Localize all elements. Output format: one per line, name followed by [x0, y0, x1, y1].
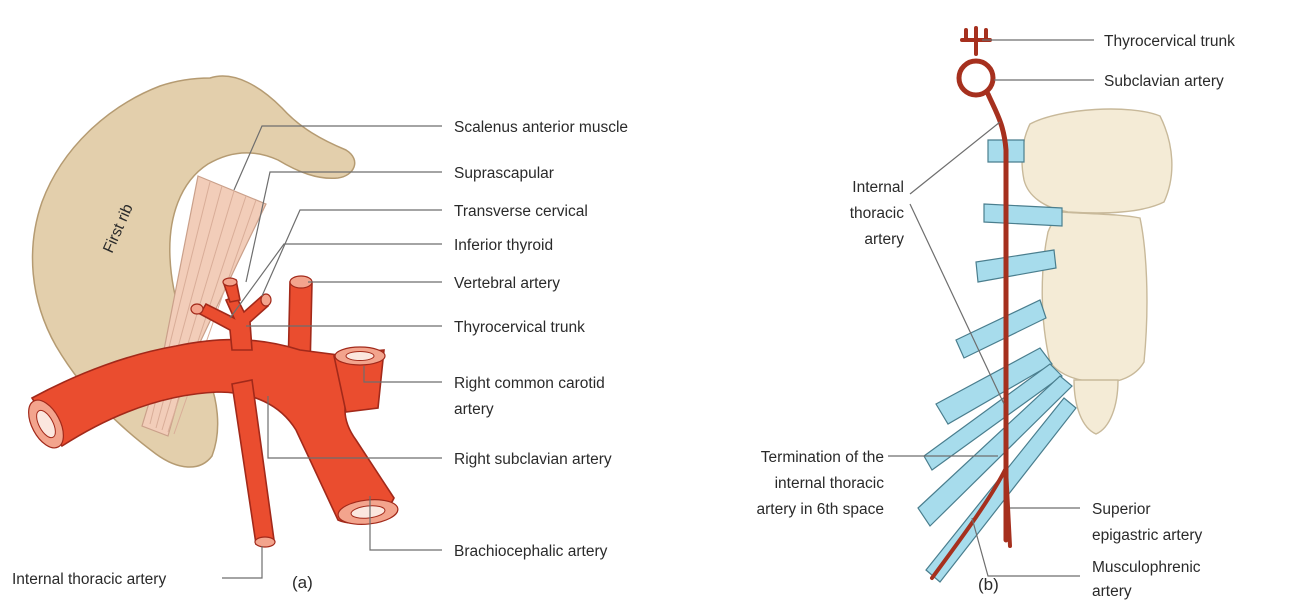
label-right-subclavian: Right subclavian artery: [454, 451, 612, 468]
label-suprascapular: Suprascapular: [454, 165, 554, 182]
panel-a: First rib: [12, 76, 628, 592]
label-inferior-thyroid: Inferior thyroid: [454, 237, 553, 254]
label-thyrocervical-trunk-b: Thyrocervical trunk: [1104, 33, 1235, 50]
label-musculophrenic-2: artery: [1092, 583, 1132, 600]
label-right-common-carotid-2: artery: [454, 401, 494, 418]
label-termination-1: Termination of the: [761, 449, 884, 466]
carotid-artery-lumen-inner: [346, 352, 374, 361]
label-transverse-cervical: Transverse cervical: [454, 203, 588, 220]
label-thyrocervical-trunk-a: Thyrocervical trunk: [454, 319, 585, 336]
label-musculophrenic-1: Musculophrenic: [1092, 559, 1201, 576]
internal-thoracic-lumen: [255, 537, 275, 547]
label-right-common-carotid-1: Right common carotid: [454, 375, 605, 392]
caption-b: (b): [978, 575, 999, 594]
label-superior-1: Superior: [1092, 501, 1151, 518]
label-termination-3: artery in 6th space: [756, 501, 884, 518]
label-internal-thoracic-a: Internal thoracic artery: [12, 571, 166, 588]
manubrium: [1022, 109, 1172, 213]
label-internal-3: artery: [864, 231, 904, 248]
label-internal-2: thoracic: [850, 205, 905, 222]
label-subclavian-artery-b: Subclavian artery: [1104, 73, 1224, 90]
label-scalenus-anterior: Scalenus anterior muscle: [454, 119, 628, 136]
panel-b: Thyrocervical trunk Subclavian artery In…: [756, 28, 1235, 600]
xiphoid-process: [1074, 380, 1118, 434]
label-internal-1: Internal: [852, 179, 904, 196]
label-termination-2: internal thoracic: [775, 475, 885, 492]
subclavian-artery-ring: [959, 61, 993, 95]
label-brachiocephalic: Brachiocephalic artery: [454, 543, 608, 560]
caption-a: (a): [292, 573, 313, 592]
sternum-body: [1042, 212, 1147, 382]
label-superior-2: epigastric artery: [1092, 527, 1203, 544]
label-vertebral-artery: Vertebral artery: [454, 275, 560, 292]
